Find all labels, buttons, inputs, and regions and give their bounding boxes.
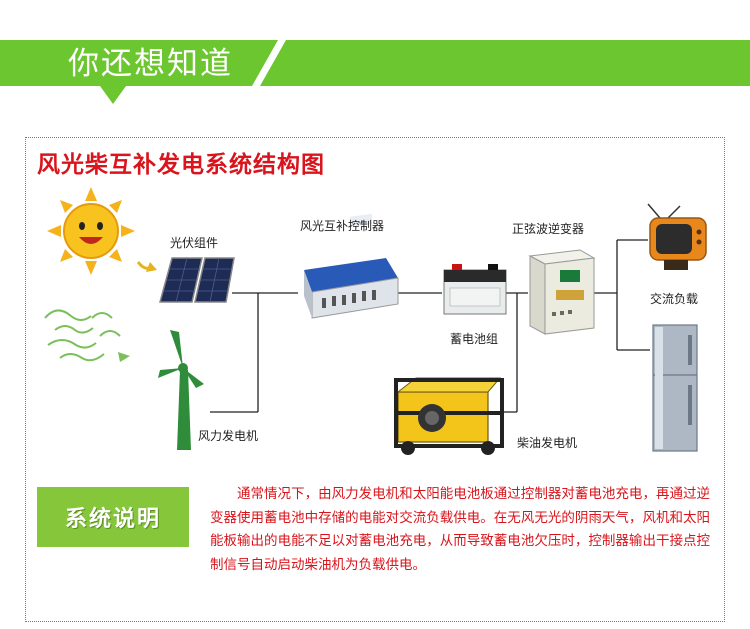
label-inverter: 正弦波逆变器	[512, 222, 585, 236]
tv-icon	[647, 203, 707, 270]
label-battery: 蓄电池组	[450, 332, 499, 346]
sun-icon	[47, 187, 135, 275]
arrow-head-icon	[146, 262, 157, 272]
refrigerator-icon	[652, 324, 698, 452]
inverter-icon	[528, 249, 596, 335]
banner-right-block	[260, 40, 750, 86]
battery-icon	[443, 264, 507, 315]
solar-panel-icon	[159, 257, 235, 303]
banner-title: 你还想知道	[68, 46, 233, 82]
wind-turbine-icon	[158, 330, 204, 450]
system-description: 通常情况下，由风力发电机和太阳能电池板通过控制器对蓄电池充电，再通过逆变器使用蓄…	[210, 486, 710, 573]
wind-gust-icon	[44, 309, 121, 362]
label-pv: 光伏组件	[170, 236, 219, 250]
banner-left-block	[0, 40, 278, 86]
wind-arrow-icon	[118, 352, 130, 362]
connection-lines	[210, 239, 650, 413]
label-wind: 风力发电机	[198, 429, 259, 443]
label-ac-load: 交流负载	[650, 292, 699, 306]
label-diesel: 柴油发电机	[517, 436, 578, 450]
diesel-generator-icon	[394, 377, 504, 455]
diagram-panel	[25, 137, 725, 622]
banner-pointer	[100, 86, 126, 104]
banner	[0, 40, 750, 104]
controller-icon	[304, 213, 399, 319]
label-controller: 风光互补控制器	[300, 219, 385, 233]
diagram-title: 风光柴互补发电系统结构图	[37, 152, 325, 178]
section-badge: 系统说明	[37, 487, 189, 547]
